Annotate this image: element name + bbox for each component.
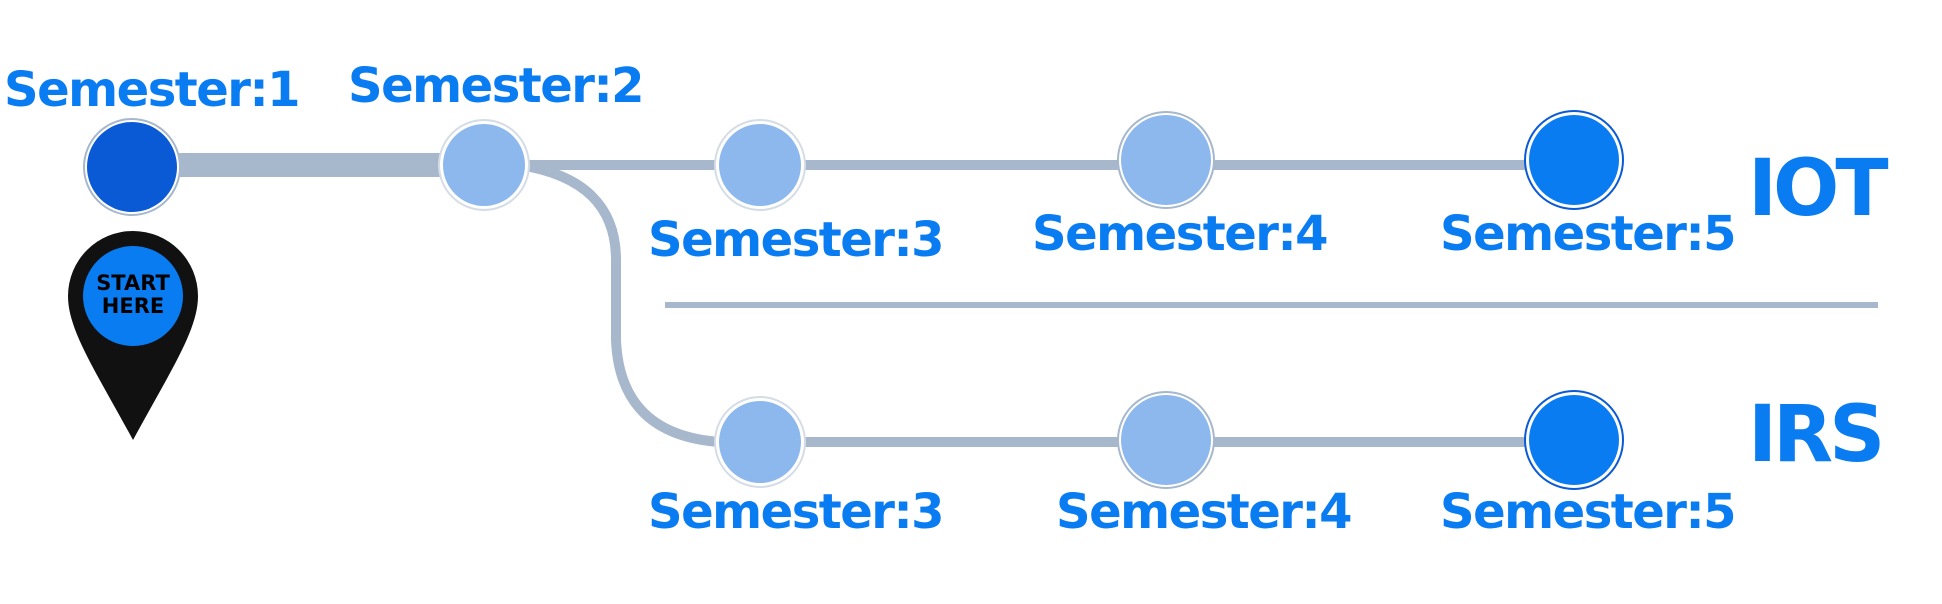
label-semester-1: Semester:1	[4, 62, 301, 118]
node-iot-semester-3	[714, 119, 806, 211]
node-semester-1	[83, 118, 181, 216]
label-irs-semester-5: Semester:5	[1440, 484, 1737, 540]
label-iot-semester-3: Semester:3	[648, 212, 945, 268]
label-irs-semester-3: Semester:3	[648, 484, 945, 540]
connector-sem1-sem2	[176, 153, 444, 177]
label-iot-semester-4: Semester:4	[1032, 206, 1329, 262]
node-irs-semester-4	[1117, 391, 1215, 489]
track-name-irs: IRS	[1748, 390, 1885, 480]
node-iot-semester-5	[1524, 110, 1624, 210]
branch-connector	[519, 160, 721, 447]
start-here-line-2: HERE	[102, 294, 164, 318]
node-iot-semester-4	[1117, 111, 1215, 209]
track-name-iot: IOT	[1748, 144, 1889, 234]
label-semester-2: Semester:2	[348, 58, 645, 114]
node-irs-semester-3	[714, 396, 806, 488]
start-here-pin-icon: START HERE	[68, 230, 198, 440]
node-semester-2	[438, 119, 530, 211]
label-irs-semester-4: Semester:4	[1056, 484, 1353, 540]
label-iot-semester-5: Semester:5	[1440, 206, 1737, 262]
start-here-line-1: START	[96, 271, 170, 295]
node-irs-semester-5	[1524, 390, 1624, 490]
